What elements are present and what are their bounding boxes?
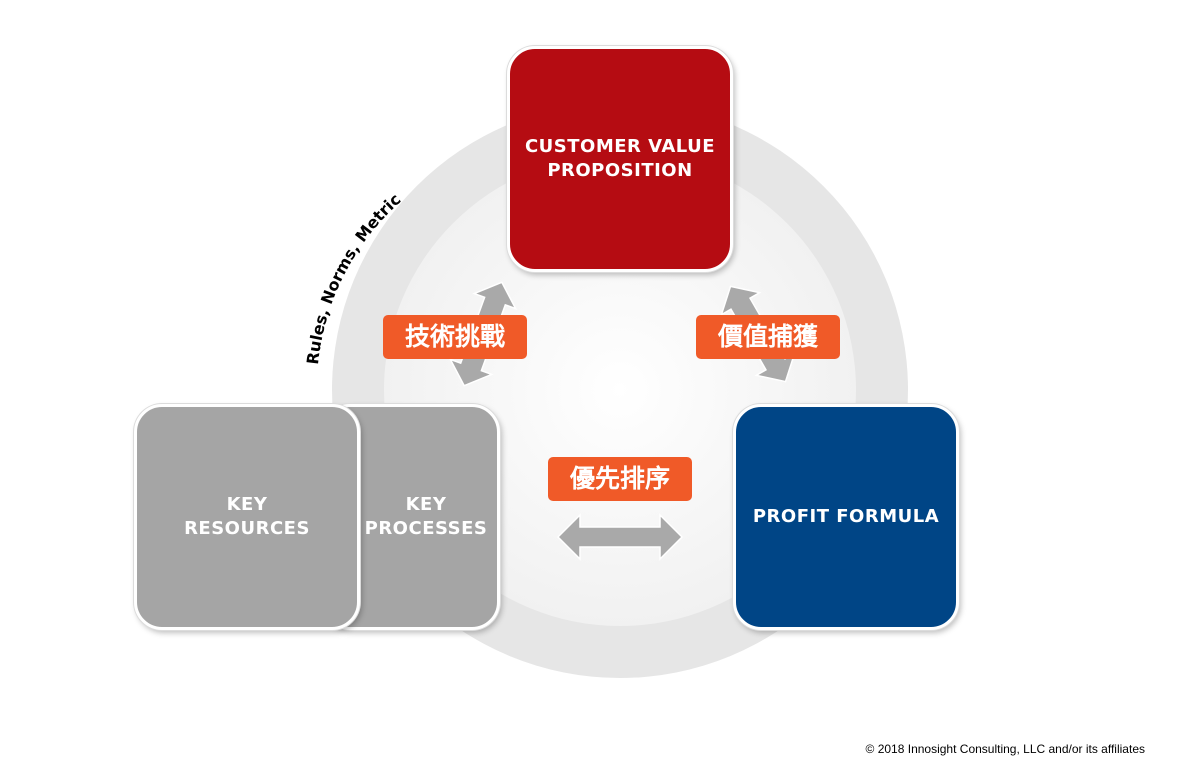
technology-challenge-tag: 技術挑戰 [383, 315, 527, 359]
customer-value-proposition-box: CUSTOMER VALUE PROPOSITION [507, 46, 733, 272]
key-processes-label: KEY PROCESSES [364, 494, 488, 539]
customer-value-proposition-label: CUSTOMER VALUE PROPOSITION [524, 136, 716, 181]
value-capture-tag: 價值捕獲 [696, 315, 840, 359]
profit-formula-box: PROFIT FORMULA [733, 404, 959, 630]
prioritization-tag: 優先排序 [548, 457, 692, 501]
copyright-notice: © 2018 Innosight Consulting, LLC and/or … [865, 742, 1145, 756]
arrow-key-processes-to-profit-formula [556, 513, 684, 561]
key-resources-box: KEY RESOURCES [134, 404, 360, 630]
profit-formula-label: PROFIT FORMULA [752, 506, 940, 527]
key-resources-label: KEY RESOURCES [184, 494, 310, 539]
